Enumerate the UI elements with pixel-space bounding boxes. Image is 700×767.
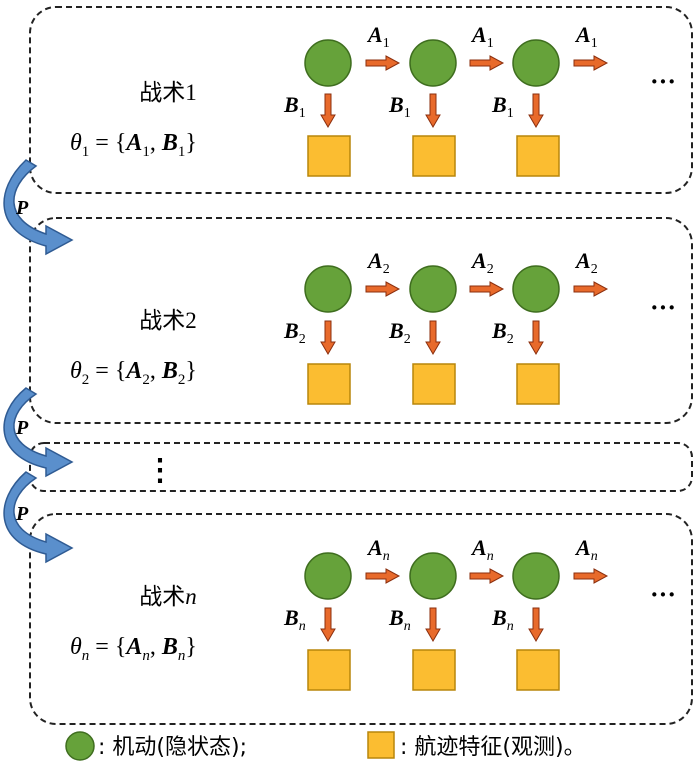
tactic-box-border	[29, 6, 693, 194]
tactic-title: 战术1	[139, 80, 197, 106]
sequence-ellipsis: ···	[650, 67, 676, 96]
observation-node	[307, 363, 351, 405]
hidden-state-node	[512, 265, 560, 313]
emission-arrow	[528, 320, 544, 355]
transition-arrow	[365, 568, 401, 584]
tactic-box-border	[29, 217, 693, 424]
observation-node	[516, 135, 560, 177]
transition-arrow	[365, 281, 401, 297]
transition-label: An	[470, 535, 494, 564]
hidden-state-node	[512, 552, 560, 600]
transition-arrow	[573, 281, 609, 297]
vertical-ellipsis: ⋮	[145, 454, 175, 487]
p-label: P	[15, 417, 29, 439]
p-label: P	[15, 503, 29, 525]
sequence-ellipsis: ···	[650, 293, 676, 322]
omitted-box-border	[29, 442, 693, 492]
hidden-state-node	[409, 39, 457, 87]
emission-label: Bn	[388, 605, 411, 634]
p-label: P	[15, 197, 29, 219]
omitted-tactics-box: ⋮	[29, 442, 693, 492]
p-curved-arrow	[3, 471, 74, 564]
hidden-state-node	[512, 39, 560, 87]
emission-arrow	[528, 93, 544, 128]
observation-node	[516, 363, 560, 405]
observation-node	[307, 135, 351, 177]
hidden-state-node	[409, 552, 457, 600]
transition-arrow	[573, 55, 609, 71]
tactic-transition-arrow-1: P	[3, 159, 74, 256]
observation-node	[412, 135, 456, 177]
hidden-state-node	[409, 265, 457, 313]
legend: : 机动(隐状态); : 航迹特征(观测)。	[65, 731, 586, 761]
observation-node	[412, 363, 456, 405]
tactic-transition-arrow-2: P	[3, 387, 74, 478]
transition-label: A1	[470, 22, 494, 51]
legend-state-text: : 机动(隐状态);	[98, 735, 247, 760]
p-curved-arrow	[3, 159, 74, 256]
emission-arrow	[320, 93, 336, 128]
emission-label: Bn	[283, 605, 306, 634]
emission-arrow	[320, 607, 336, 642]
emission-arrow	[320, 320, 336, 355]
tactic-box-2: 战术2 θ2 = {A2, B2} A2 A2 A2 B2 B2 B2 ···	[29, 217, 693, 424]
tactic-box-border	[29, 513, 693, 725]
emission-arrow	[528, 607, 544, 642]
emission-label: B1	[388, 92, 411, 121]
legend-observation-text: : 航迹特征(观测)。	[400, 735, 586, 760]
transition-label: An	[574, 535, 598, 564]
emission-label: B1	[491, 92, 514, 121]
observation-node	[412, 649, 456, 691]
transition-arrow	[469, 281, 505, 297]
transition-label: A1	[366, 22, 390, 51]
emission-label: B2	[388, 318, 411, 347]
emission-arrow	[425, 320, 441, 355]
emission-label: B2	[491, 318, 514, 347]
tactic-title: 战术n	[139, 584, 197, 610]
observation-node	[516, 649, 560, 691]
emission-label: B2	[283, 318, 306, 347]
emission-label: B1	[283, 92, 306, 121]
emission-arrow	[425, 607, 441, 642]
emission-label: Bn	[491, 605, 514, 634]
transition-arrow	[469, 55, 505, 71]
legend-state-icon	[65, 731, 95, 761]
transition-label: An	[366, 535, 390, 564]
transition-label: A1	[574, 22, 598, 51]
hidden-state-node	[304, 39, 352, 87]
transition-arrow	[573, 568, 609, 584]
tactic-params: θ2 = {A2, B2}	[70, 358, 197, 388]
tactic-box-n: 战术n θn = {An, Bn} An An An Bn Bn Bn ···	[29, 513, 693, 725]
hidden-state-node	[304, 552, 352, 600]
tactic-params: θ1 = {A1, B1}	[70, 130, 197, 160]
tactic-params: θn = {An, Bn}	[70, 634, 197, 664]
transition-label: A2	[470, 248, 494, 277]
tactic-box-1: 战术1 θ1 = {A1, B1} A1 A1 A1 B1 B1 B1 ···	[29, 6, 693, 194]
emission-arrow	[425, 93, 441, 128]
transition-label: A2	[366, 248, 390, 277]
hidden-state-node	[304, 265, 352, 313]
sequence-ellipsis: ···	[650, 580, 676, 609]
tactic-title: 战术2	[139, 308, 197, 334]
transition-arrow	[365, 55, 401, 71]
transition-label: A2	[574, 248, 598, 277]
legend-observation-icon	[367, 731, 395, 759]
tactic-transition-arrow-3: P	[3, 471, 74, 564]
transition-arrow	[469, 568, 505, 584]
p-curved-arrow	[3, 387, 74, 478]
observation-node	[307, 649, 351, 691]
